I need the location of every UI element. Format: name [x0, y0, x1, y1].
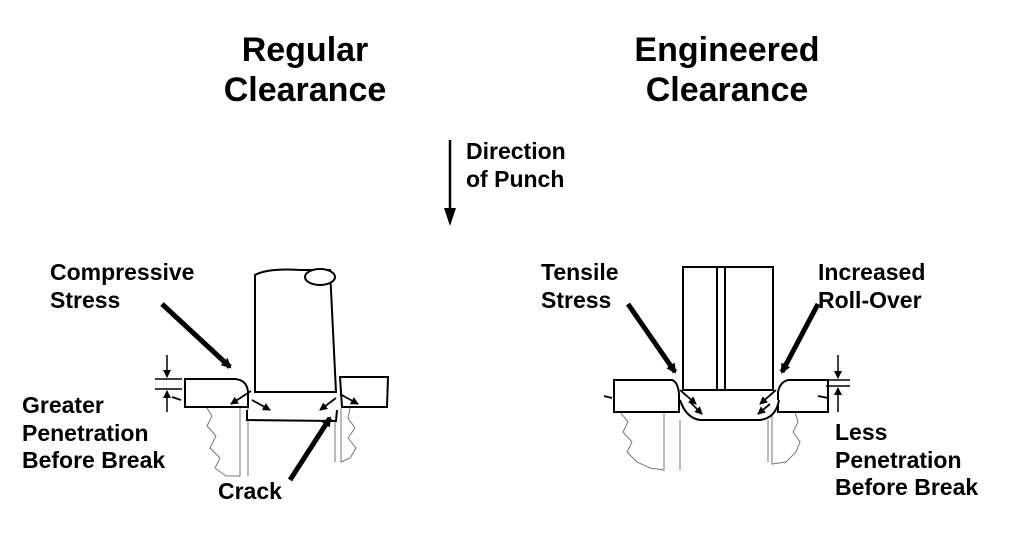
greater-penetration-line1: Greater [22, 392, 104, 418]
greater-penetration-dimension [155, 355, 182, 412]
left-slug [246, 409, 338, 423]
right-slug [679, 399, 780, 421]
tensile-stress-line1: Tensile [541, 259, 619, 285]
direction-label: Direction of Punch [466, 138, 566, 193]
left-punch [254, 268, 338, 393]
compressive-stress-line2: Stress [50, 286, 121, 313]
left-title-line1: Regular [241, 31, 369, 69]
less-penetration-line2: Penetration [835, 446, 962, 473]
greater-penetration-line3: Before Break [22, 447, 166, 474]
right-punch [682, 266, 774, 391]
crack-arrow [287, 416, 333, 482]
greater-penetration-label: Greater Penetration Before Break [22, 392, 165, 475]
greater-penetration-line2: Penetration [22, 419, 149, 446]
less-penetration-dimension [826, 355, 850, 412]
direction-label-line2: of Punch [466, 165, 565, 192]
right-stress-arrows [603, 389, 829, 415]
increased-rollover-line1: Increased [818, 259, 926, 285]
tensile-stress-line2: Stress [541, 286, 612, 313]
right-die [613, 379, 829, 413]
right-title-line2: Clearance [645, 71, 809, 110]
compressive-stress-arrow [160, 302, 232, 369]
tensile-stress-label: Tensile Stress [541, 259, 619, 314]
rollover-arrow [779, 302, 821, 374]
direction-label-line1: Direction [466, 138, 566, 164]
right-die-hatching [619, 411, 801, 471]
crack-label: Crack [218, 478, 282, 504]
less-penetration-label: Less Penetration Before Break [835, 419, 978, 502]
less-penetration-line1: Less [835, 419, 888, 445]
tensile-stress-arrow [625, 302, 678, 374]
less-penetration-line3: Before Break [835, 474, 979, 501]
compressive-stress-label: Compressive Stress [50, 259, 194, 314]
compressive-stress-line1: Compressive [50, 259, 195, 285]
left-title-line2: Clearance [223, 71, 387, 110]
right-title: Engineered Clearance [567, 30, 887, 110]
increased-rollover-label: Increased Roll-Over [818, 259, 925, 314]
left-stress-arrows [171, 390, 359, 411]
punch-direction-arrow [444, 140, 456, 226]
increased-rollover-line2: Roll-Over [818, 286, 922, 313]
right-title-line1: Engineered [634, 31, 820, 69]
left-title: Regular Clearance [145, 30, 465, 110]
